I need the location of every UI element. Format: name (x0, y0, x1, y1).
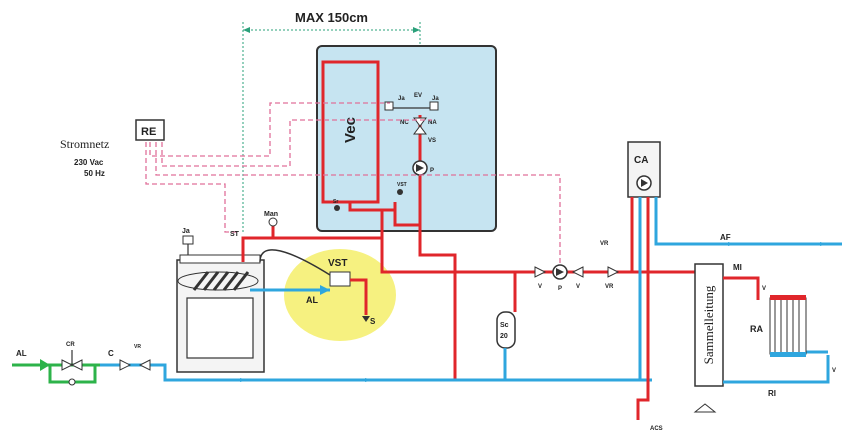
coil-wire (259, 249, 331, 276)
vec-label: Vec (342, 117, 359, 143)
ri-label: RI (768, 389, 776, 398)
cr-label: CR (66, 342, 75, 348)
inlet-assembly (12, 350, 100, 386)
c-label: C (108, 349, 114, 358)
mi-line (723, 276, 760, 300)
acs-line (636, 197, 650, 420)
ri-line (723, 355, 830, 384)
mi-label: MI (733, 263, 742, 272)
ja-label-3: Ja (432, 96, 439, 102)
sc-label: Sc (500, 322, 509, 329)
v-label-2: V (576, 284, 580, 290)
ja-label-2: Ja (398, 96, 405, 102)
st-label: ST (230, 231, 240, 238)
al-label-inlet: AL (16, 349, 27, 358)
vst-label: VST (328, 258, 347, 269)
vs-label: VS (428, 138, 436, 144)
ja-gauge (182, 235, 194, 245)
s-label: S (370, 317, 376, 326)
sr-label: Sr (333, 199, 338, 205)
vr-label-main: VR (605, 284, 614, 290)
re-controller (135, 119, 165, 141)
stove-hot-line (241, 236, 382, 262)
control-wiring (145, 102, 561, 272)
af-line (654, 197, 842, 246)
sc-num-label: 20 (500, 333, 508, 340)
na-label: NA (428, 120, 437, 126)
p-label-main: P (558, 286, 562, 292)
v-label-3: V (762, 286, 766, 292)
nc-label: NC (400, 120, 409, 126)
sc-separator (496, 311, 516, 349)
v-label-1: V (538, 284, 542, 290)
inlet-blue-line (100, 363, 262, 382)
sammel-label: Sammelleitung (701, 285, 716, 364)
vr-label-inlet: VR (134, 344, 141, 350)
radiator (769, 295, 807, 357)
sammelleitung (694, 263, 724, 387)
vr-label-ca: VR (600, 241, 609, 247)
al-label-stove: AL (306, 295, 318, 305)
vst-valve (329, 271, 351, 287)
ca-label: CA (634, 155, 648, 166)
tap-icon (693, 403, 717, 413)
frequency-label: 50 Hz (84, 169, 105, 178)
vst-label-small: VST (397, 182, 407, 188)
p-label-vessel: P (430, 168, 434, 174)
ev-label: EV (414, 93, 422, 99)
re-label: RE (141, 126, 156, 138)
supply-red-line (380, 238, 500, 274)
stromnetz-label: Stromnetz (60, 137, 109, 151)
return-red-line (418, 225, 457, 380)
sc-red (500, 270, 517, 312)
af-label: AF (720, 233, 731, 242)
vessel-box (316, 45, 497, 232)
max-label: MAX 150cm (295, 10, 368, 25)
ja-label: Ja (182, 228, 190, 235)
max-dimension: MAX 150cm (242, 10, 421, 232)
vst-discharge (350, 278, 368, 315)
ra-label: RA (750, 324, 763, 334)
man-gauge (268, 217, 278, 227)
v-label-4: V (832, 368, 836, 374)
man-label: Man (264, 211, 278, 218)
voltage-label: 230 Vac (74, 158, 104, 167)
stove (176, 254, 265, 373)
acs-label: ACS (650, 426, 663, 432)
